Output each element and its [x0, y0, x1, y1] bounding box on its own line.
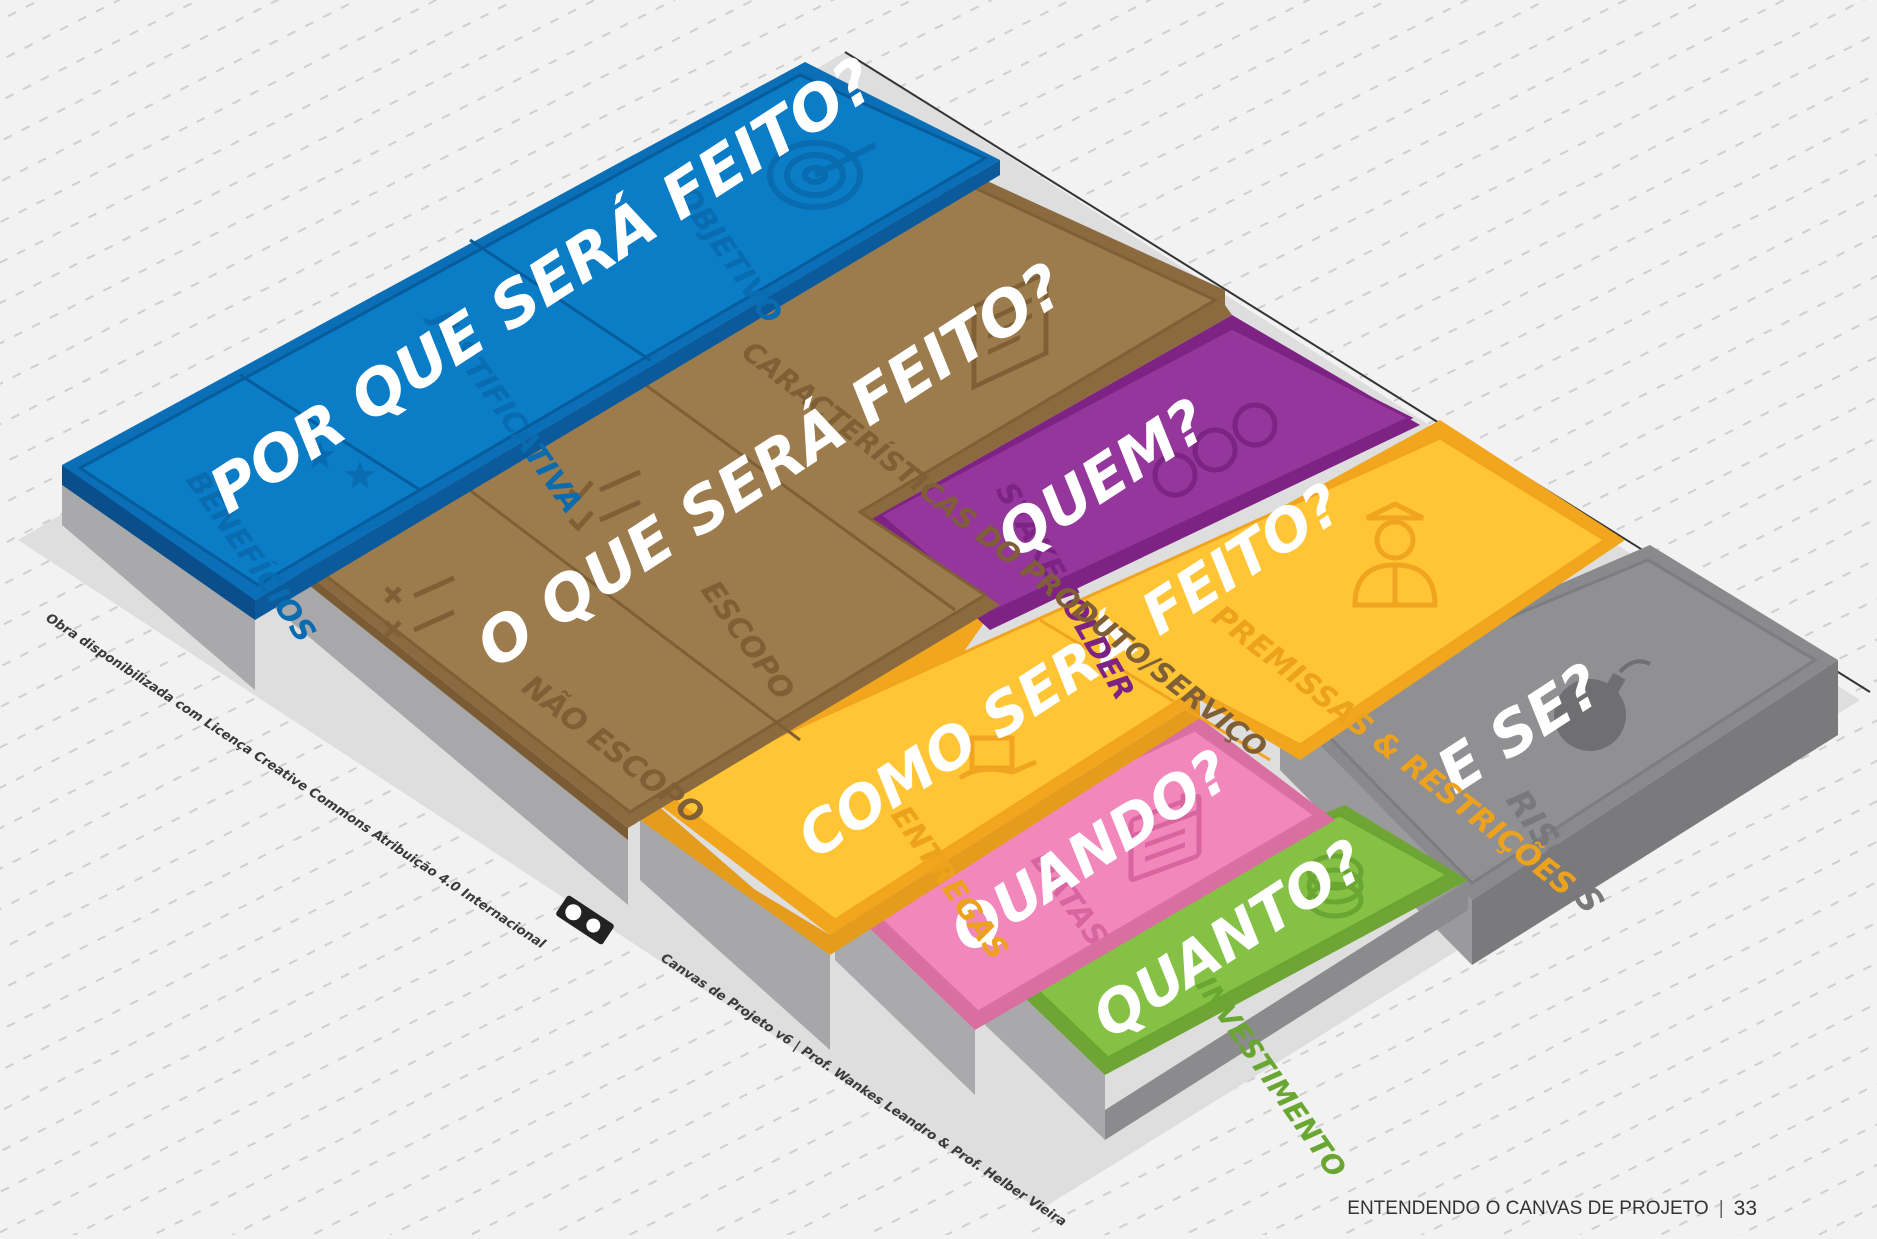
faces-icon	[1152, 402, 1278, 498]
checklist-icon	[568, 469, 642, 532]
footer-section-title: ENTENDENDO O CANVAS DE PROJETO	[1347, 1198, 1709, 1219]
calendar-icon	[1128, 792, 1202, 882]
footer-separator: |	[1718, 1198, 1724, 1219]
delivery-icon	[958, 735, 1037, 781]
page-number: 33	[1733, 1197, 1757, 1220]
coins-icon	[1306, 853, 1364, 919]
page-footer: ENTENDENDO O CANVAS DE PROJETO | 33	[1347, 1197, 1757, 1221]
x-list-icon	[384, 575, 456, 638]
bomb-icon	[1554, 659, 1651, 751]
creative-commons-badge	[556, 895, 614, 945]
block-datas: DATAS QUANDO?	[835, 718, 1335, 1095]
officer-icon	[1352, 501, 1438, 608]
document-icon	[971, 269, 1049, 391]
target-icon	[767, 140, 877, 210]
stars-icon	[305, 441, 375, 489]
